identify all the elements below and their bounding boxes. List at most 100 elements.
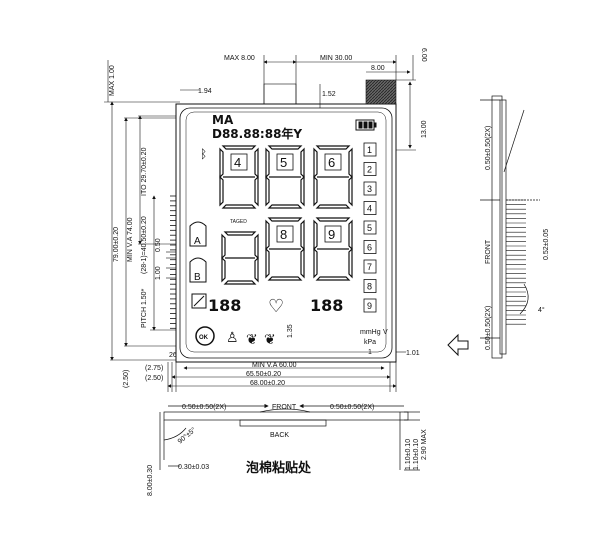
user-b-icon: B bbox=[189, 257, 207, 283]
v-label: V bbox=[383, 329, 388, 336]
dim-min30: MIN 30.00 bbox=[320, 55, 352, 62]
lcd-top-text: D88.88:88年Y bbox=[212, 126, 302, 141]
foam-caption: 泡棉粘贴处 bbox=[246, 460, 312, 476]
side-key-box bbox=[363, 142, 377, 157]
side-key-label: 6 bbox=[367, 243, 372, 253]
side-key-label: 2 bbox=[367, 165, 372, 175]
side-key-box bbox=[363, 220, 377, 235]
side-key-box bbox=[363, 259, 377, 274]
side-key-label: 7 bbox=[367, 262, 372, 272]
user-a-icon: A bbox=[189, 221, 207, 247]
dim-max1: MAX 1.00 bbox=[109, 65, 116, 96]
bot-front: FRONT bbox=[272, 404, 297, 411]
dim-1-52: 1.52 bbox=[322, 91, 336, 98]
view-arrow-icon bbox=[447, 333, 469, 357]
bot-left-dim: 0.50±0.50(2X) bbox=[182, 404, 226, 411]
side-pin-strip bbox=[506, 199, 526, 325]
big-digit-group: 4 5 6 8 9 bbox=[219, 145, 353, 285]
digit-key-box bbox=[276, 153, 294, 171]
dim-68: 68.00±0.20 bbox=[250, 380, 285, 387]
digit-key-label: 6 bbox=[328, 155, 335, 170]
partial-digit-cell bbox=[221, 231, 259, 285]
bluetooth-icon: ᛒ bbox=[200, 147, 207, 161]
bot-110b: 1.10±0.10 bbox=[413, 439, 420, 470]
dim-40-5: (28-1)=40.50±0.20 bbox=[141, 216, 148, 274]
dim-2-75: (2.75) bbox=[145, 365, 163, 372]
lcd-glass bbox=[175, 79, 397, 363]
digit-key-label: 5 bbox=[280, 155, 287, 170]
kpa-label: kPa bbox=[364, 339, 376, 346]
dim-max8: MAX 8.00 bbox=[224, 55, 255, 62]
dim-ito: ITO 29.70±0.20 bbox=[141, 147, 148, 196]
pin-strip bbox=[170, 195, 176, 329]
dim-1-35: 1.35 bbox=[287, 324, 294, 338]
dim-pitch: PITCH 1.50* bbox=[141, 288, 148, 328]
bottom-view bbox=[159, 403, 420, 471]
battery-icon bbox=[355, 119, 377, 131]
big-digit-cell bbox=[313, 145, 353, 209]
svg-text:A: A bbox=[194, 236, 201, 247]
bot-right-dim: 0.50±0.50(2X) bbox=[330, 404, 374, 411]
heart-icon: ♡ bbox=[268, 296, 284, 316]
small-number: 188 bbox=[208, 296, 241, 315]
dim-2-50-a: (2.50) bbox=[123, 370, 130, 388]
small-digit-area: 188 ♡ 188 bbox=[191, 293, 343, 316]
dim-1-01: 1.01 bbox=[406, 350, 420, 357]
dim-8: 8.00 bbox=[371, 65, 385, 72]
digit-key-box bbox=[324, 225, 342, 243]
dim-min-va-60: MIN V.A 60.00 bbox=[252, 362, 297, 369]
side-key-label: 3 bbox=[367, 184, 372, 194]
dim-79: 79.00±0.20 bbox=[113, 227, 120, 262]
right-number: 188 bbox=[310, 296, 343, 315]
side-key-box bbox=[363, 298, 377, 313]
left-dimensions bbox=[110, 101, 176, 361]
digit-key-label: 8 bbox=[280, 227, 287, 242]
dim-2-50-b: (2.50) bbox=[145, 375, 163, 382]
side-key-box bbox=[363, 201, 377, 215]
bot-angle: 90°±5° bbox=[176, 426, 197, 446]
leaf-icon-2: ❦ bbox=[264, 331, 276, 347]
side-key-box bbox=[363, 162, 377, 176]
dim-1-00: 1.00 bbox=[155, 266, 162, 280]
bottom-icon-row: OK ♙ ❦ ❦ bbox=[195, 326, 276, 347]
ok-label: OK bbox=[199, 335, 209, 341]
digit-key-label: 9 bbox=[328, 227, 335, 242]
side-052: 0.52±0.05 bbox=[543, 229, 550, 260]
side-key-box bbox=[363, 279, 377, 293]
digit-key-box bbox=[324, 153, 342, 171]
top-dimensions bbox=[104, 55, 416, 151]
side-key-label: 8 bbox=[367, 282, 372, 292]
side-key-box bbox=[363, 240, 377, 254]
mmhg-label: mmHg bbox=[360, 329, 381, 336]
svg-text:B: B bbox=[194, 272, 201, 283]
person-icon: ♙ bbox=[226, 329, 239, 345]
side-bot-dim: 0.50±0.50(2X) bbox=[485, 306, 492, 350]
digit-key-box bbox=[230, 153, 248, 171]
bot-290: 2.90 MAX bbox=[421, 429, 428, 460]
bottom-dimensions bbox=[167, 351, 406, 392]
side-key-label: 4 bbox=[367, 204, 372, 214]
side-key-label: 5 bbox=[367, 223, 372, 233]
pin-label-26: 26 bbox=[169, 352, 177, 359]
big-digit-cell bbox=[265, 145, 305, 209]
dim-0-50: 0.50 bbox=[155, 238, 162, 252]
leaf-icon: ❦ bbox=[246, 331, 258, 347]
pin-label-1: 1 bbox=[368, 349, 372, 356]
big-digit-cell bbox=[265, 217, 305, 281]
big-digit-cell bbox=[313, 217, 353, 281]
lcd-top-ma: MA bbox=[212, 113, 234, 127]
digit-key-box bbox=[276, 225, 294, 243]
side-top-dim: 0.50±0.50(2X) bbox=[485, 126, 492, 170]
tage-label: TAGED bbox=[230, 219, 247, 225]
side-key-box bbox=[363, 181, 377, 196]
bot-030: 0.30±0.03 bbox=[178, 464, 209, 471]
dim-65-5: 65.50±0.20 bbox=[246, 371, 281, 378]
dim-13: 13.00 bbox=[421, 120, 428, 138]
big-digit-cell bbox=[219, 145, 259, 209]
side-key-label: 9 bbox=[367, 301, 372, 311]
dim-1-94: 1.94 bbox=[198, 88, 212, 95]
side-angle: 4° bbox=[538, 306, 545, 314]
digit-key-label: 4 bbox=[234, 155, 241, 170]
